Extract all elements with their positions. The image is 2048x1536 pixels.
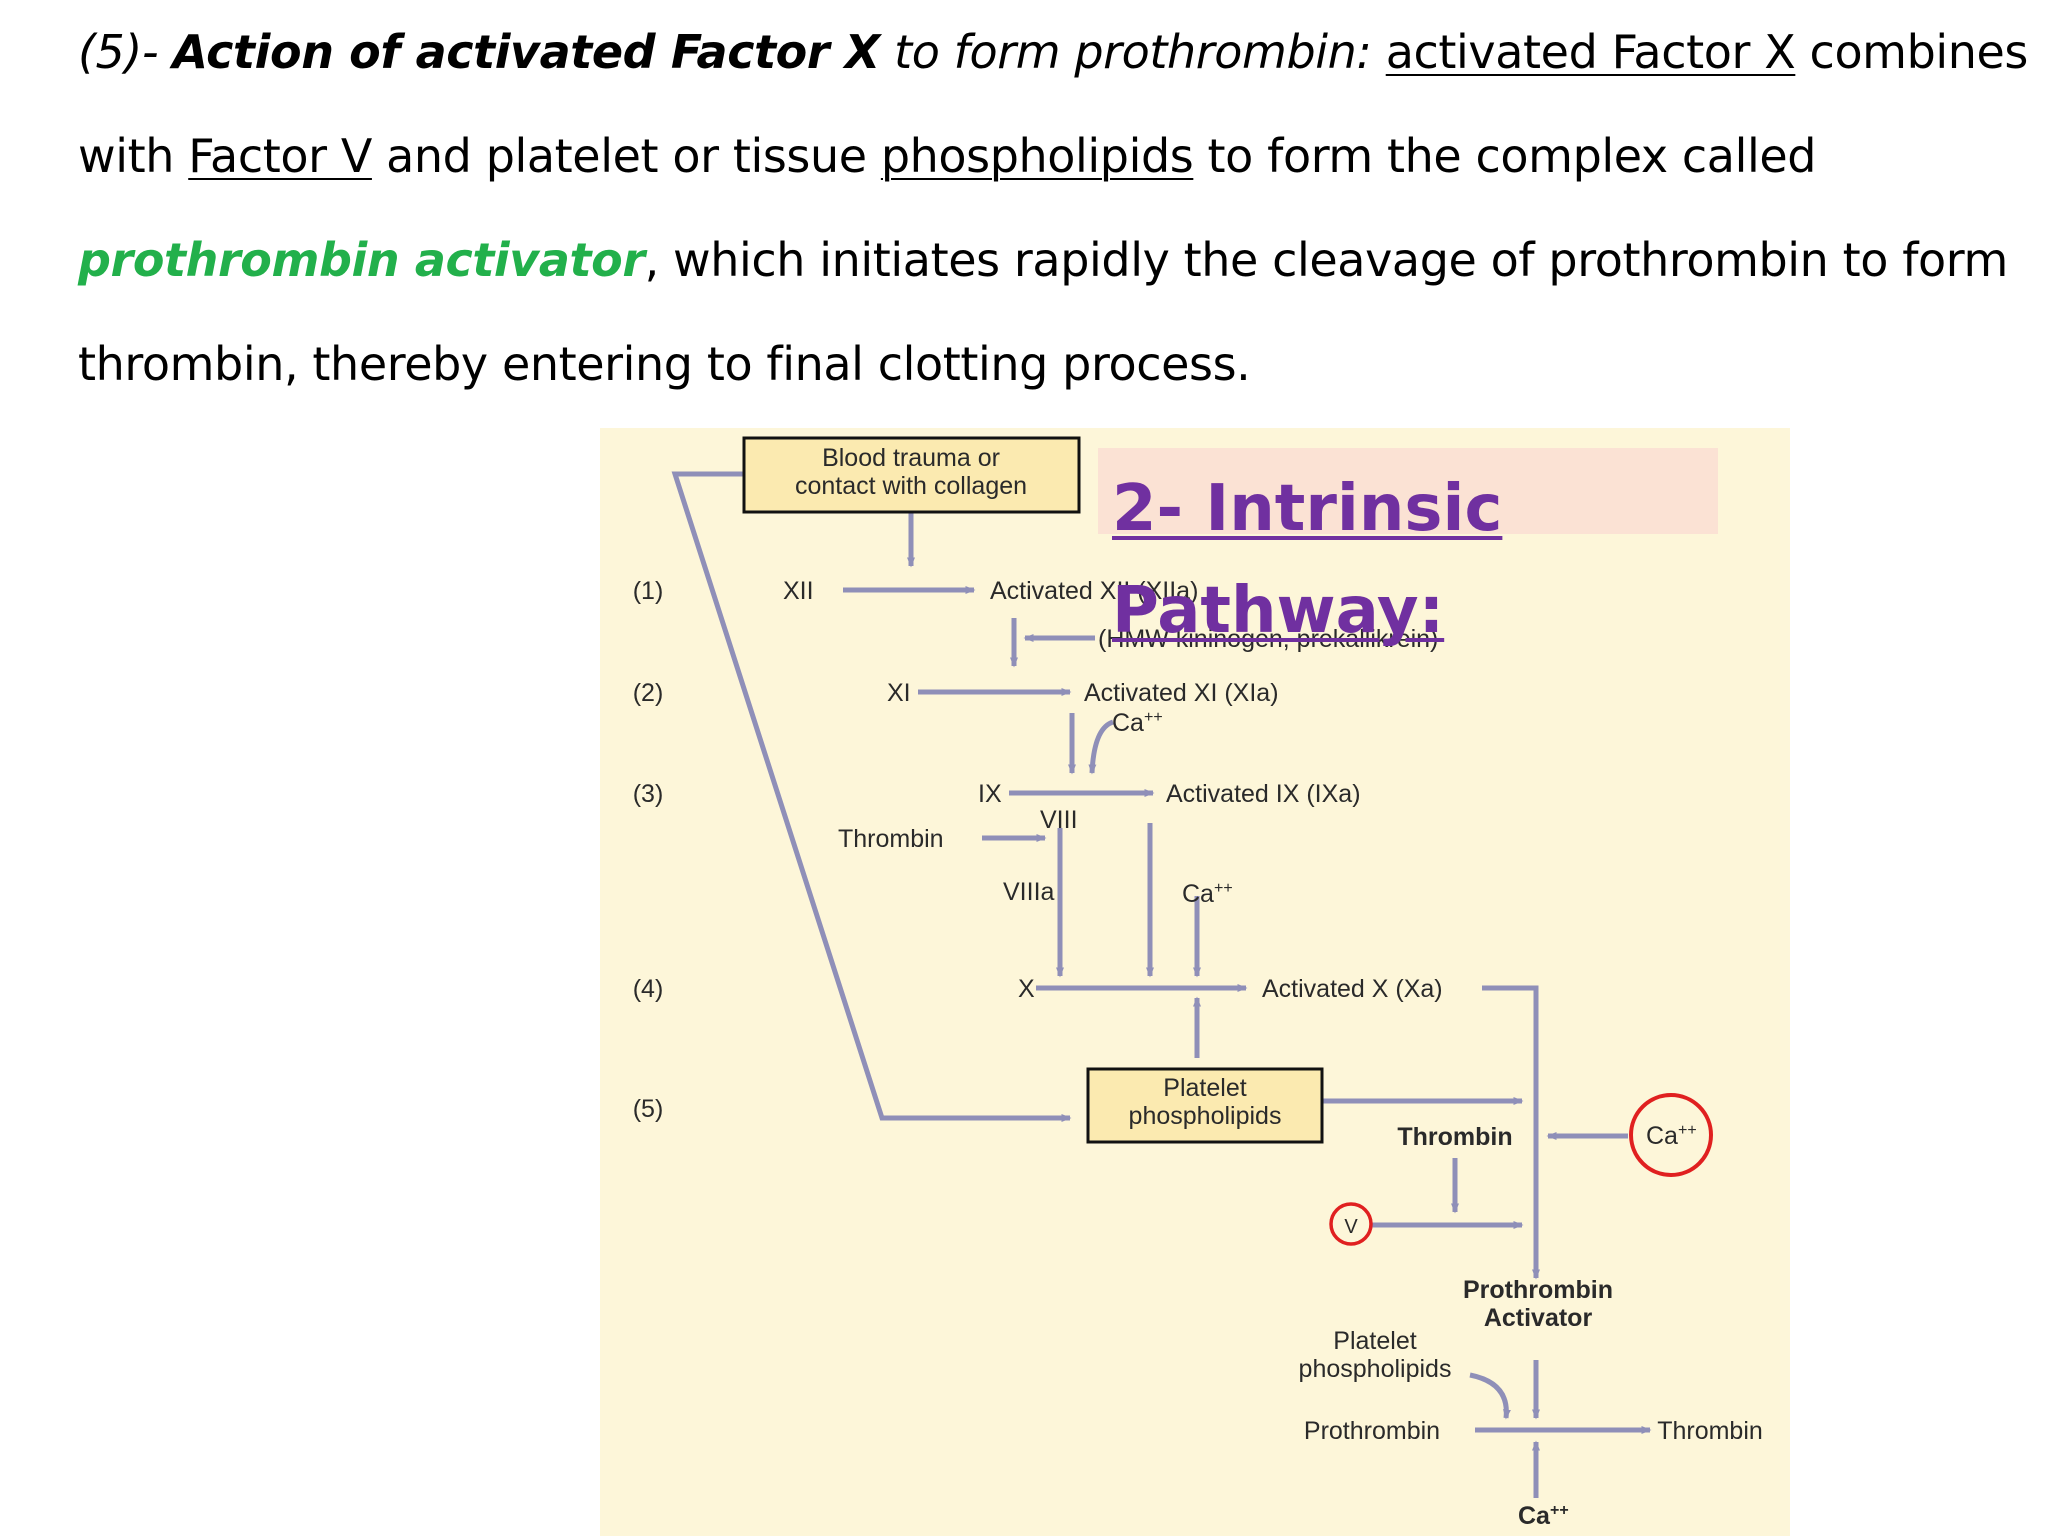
label-ca-circled: Ca++ [1646,1122,1697,1150]
label-thrombin-mid: Thrombin [1397,1123,1512,1151]
box-platelet-phospholipids [1086,1067,1324,1144]
arrow-trauma-to-platelet [671,471,1072,1122]
heading-line-2: Pathway: [1112,574,1445,648]
arrow-platelet2-curve [1469,1372,1511,1420]
label-activated-xi: Activated XI (XIa) [1084,679,1279,707]
body-paragraph: (5)- Action of activated Factor X to for… [78,0,2028,416]
label-hmw: (HMW kininogen, prekallikrein) [1098,625,1438,653]
term-prothrombin-activator: prothrombin activator [78,233,645,287]
label-xi: XI [887,679,911,707]
label-x: X [1018,975,1035,1003]
text-run-4: , which initiates rapidly the cleavage o… [78,233,2008,391]
step-3: (3) [633,780,664,808]
label-ca-1: Ca++ [1112,709,1163,737]
arrow-xa-down [1482,985,1540,1280]
text-run-1: combines with [78,25,2028,183]
coagulation-diagram: Blood trauma or contact with collagen (1… [600,428,1790,1536]
label-thrombin-right: Thrombin [1657,1417,1763,1445]
label-trauma-1: Blood trauma or [822,444,1000,472]
label-platelet-2: phospholipids [1129,1102,1282,1130]
term-factor-v: Factor V [188,129,372,183]
step-1: (1) [633,577,664,605]
step-5: (5) [633,1095,664,1123]
label-activated-ix: Activated IX (IXa) [1166,780,1361,808]
arrow-ca-curve [1088,719,1115,775]
label-activated-x: Activated X (Xa) [1262,975,1443,1003]
label-pa-1: Prothrombin [1463,1276,1613,1304]
circle-ca [1629,1093,1713,1177]
circle-v [1329,1202,1373,1246]
label-ca-bottom: Ca++ [1518,1502,1569,1530]
section-heading: Action of activated Factor X [172,25,880,79]
label-viiia: VIIIa [1003,878,1055,906]
label-platelet-1: Platelet [1163,1074,1246,1102]
label-platelet2-1: Platelet [1333,1327,1416,1355]
label-viii: VIII [1040,806,1078,834]
text-run-2: and platelet or tissue [371,129,881,183]
heading-line-1: 2- Intrinsic [1112,472,1503,546]
step-2: (2) [633,679,664,707]
label-prothrombin: Prothrombin [1304,1417,1440,1445]
intrinsic-pathway-heading: 2- Intrinsic Pathway: [1098,448,1718,648]
label-platelet2-2: phospholipids [1299,1355,1452,1383]
diagram-canvas: Blood trauma or contact with collagen (1… [633,436,1763,1530]
label-xii: XII [783,577,814,605]
label-pa-2: Activator [1484,1304,1593,1332]
text-run-3: to form the complex called [1193,129,1817,183]
heading-tail: to form prothrombin: [879,25,1386,79]
step-4: (4) [633,975,664,1003]
term-activated-factor-x: activated Factor X [1385,25,1796,79]
section-number: (5)- [78,25,173,79]
box-blood-trauma [742,436,1081,514]
label-ca-2: Ca++ [1182,880,1233,908]
label-activated-xii: Activated XII (XIIa) [990,577,1198,605]
arrow-lines [671,471,1652,1498]
label-thrombin-left: Thrombin [838,825,944,853]
term-phospholipids: phospholipids [880,129,1194,183]
label-ix: IX [978,780,1002,808]
label-trauma-2: contact with collagen [795,472,1027,500]
label-v: V [1344,1216,1358,1238]
